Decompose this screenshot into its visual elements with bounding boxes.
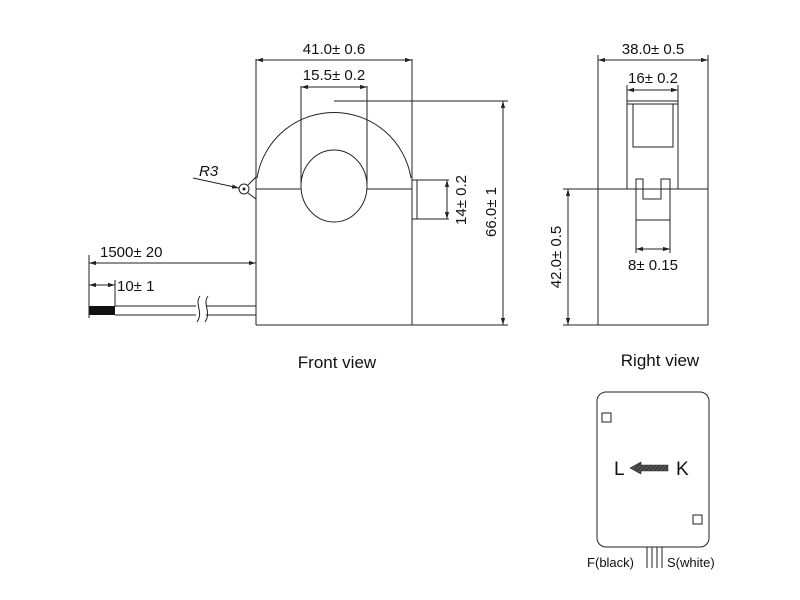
front-height-dim: 66.0± 1: [483, 187, 500, 237]
window-dim: 15.5± 0.2: [303, 67, 365, 84]
current-direction-arrow-icon: [629, 461, 669, 475]
letter-k: K: [676, 459, 689, 480]
right-view: 38.0± 0.5 16± 0.2 8± 0.15 42.0± 0.5 Righ…: [548, 41, 709, 370]
front-body: [255, 59, 413, 326]
marker-square: [692, 514, 703, 525]
front-width-dim: 41.0± 0.6: [303, 41, 365, 58]
wire-s-label: S(white): [667, 555, 715, 570]
right-width-dim: 38.0± 0.5: [622, 41, 684, 58]
right-height-dim: 42.0± 0.5: [548, 226, 565, 288]
mounting-ear: [192, 176, 257, 200]
letter-l: L: [614, 459, 625, 480]
cable-length-dim: 1500± 20: [100, 244, 162, 261]
marker-square: [601, 412, 612, 423]
cable: [89, 295, 256, 323]
wire-f-label: F(black): [587, 555, 634, 570]
clip: [635, 178, 671, 221]
label-view: L K F(black) S(white): [587, 391, 715, 570]
front-view: 41.0± 0.6 15.5± 0.2 66.0± 1 14± 0.2 R3: [88, 41, 508, 372]
wires: [646, 547, 663, 568]
tab-dim: 14± 0.2: [453, 175, 470, 225]
core-window: [300, 149, 368, 223]
strip-length-dim: 10± 1: [117, 278, 154, 295]
top-tab-dim: 16± 0.2: [628, 70, 678, 87]
right-view-title: Right view: [621, 351, 700, 370]
side-tab: [412, 179, 450, 220]
front-view-title: Front view: [298, 353, 377, 372]
radius-label: R3: [199, 163, 219, 180]
top-tab: [626, 100, 679, 190]
clip-dim: 8± 0.15: [628, 257, 678, 274]
